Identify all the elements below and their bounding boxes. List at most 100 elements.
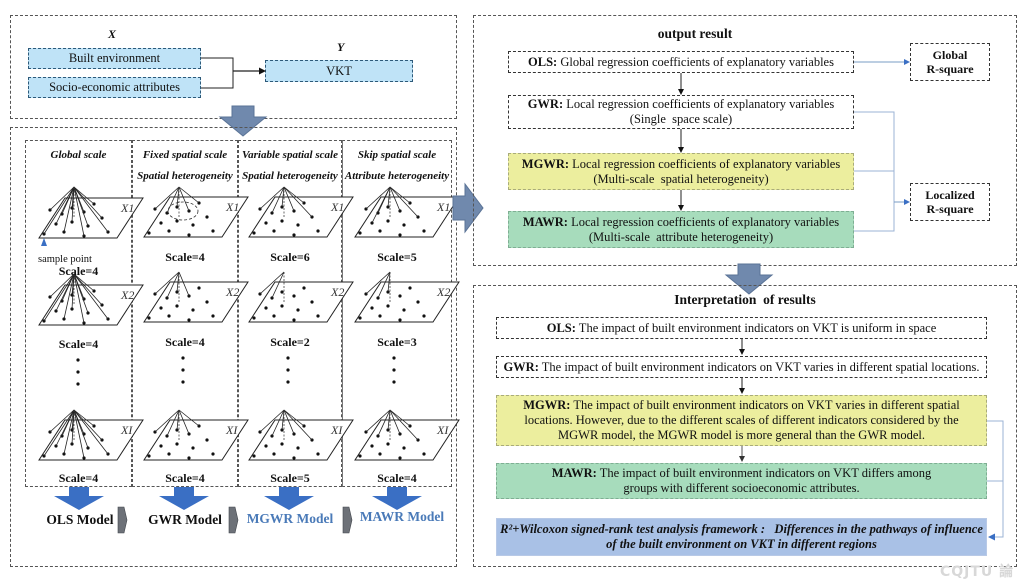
ellipsis-dot — [286, 356, 290, 360]
gwr-tag: GWR: — [527, 97, 564, 111]
down-arrow-icon — [54, 487, 104, 510]
interp-gwr-box: GWR: The impact of built environment ind… — [496, 356, 987, 378]
sample-dot — [264, 306, 268, 310]
framework-line1: R²+Wilcoxon signed-rank test analysis fr… — [500, 522, 983, 536]
variable-label: X2 — [225, 285, 239, 299]
model-mgwr: MGWR Model — [246, 511, 334, 526]
plane: XI — [354, 409, 460, 461]
sample-dot — [280, 304, 284, 308]
sample-dot — [167, 452, 171, 456]
weight-line — [73, 409, 109, 455]
x-label: X — [108, 27, 117, 41]
interp-mawr-text: The impact of built environment indicato… — [596, 466, 932, 495]
sample-dot — [191, 446, 195, 450]
local-r2-line2: R-square — [926, 202, 974, 216]
sample-dot — [416, 300, 420, 304]
weight-line — [73, 409, 103, 441]
ellipsis-dot — [181, 368, 185, 372]
column-title-global: Global scale — [50, 149, 107, 161]
sample-dot — [272, 314, 276, 318]
sample-dot — [205, 215, 209, 219]
sample-dot — [211, 314, 215, 318]
sample-dot — [378, 452, 382, 456]
weight-line — [283, 409, 295, 435]
weight-line — [178, 409, 190, 435]
variable-label: X2 — [330, 285, 344, 299]
sample-dot — [252, 231, 256, 235]
column-title-skip: Skip spatial scale — [357, 149, 437, 161]
weight-line — [389, 409, 411, 427]
sample-dot — [292, 233, 296, 237]
weight-line — [283, 186, 305, 204]
weight-line — [49, 186, 75, 211]
weight-line — [259, 271, 285, 295]
sample-dot — [187, 233, 191, 237]
weight-line — [377, 409, 391, 437]
sample-dot — [316, 452, 320, 456]
sample-dot — [386, 219, 390, 223]
ellipsis-dot — [392, 368, 396, 372]
scale-label: Scale=4 — [165, 335, 205, 349]
weight-line — [166, 186, 180, 214]
interp-ols-tag: OLS: — [546, 320, 576, 335]
interp-mawr-tag: MAWR: — [551, 466, 597, 480]
plane: XI — [38, 409, 144, 461]
scale-label: Scale=3 — [377, 335, 417, 349]
sample-dot — [296, 308, 300, 312]
weight-line — [73, 273, 89, 314]
weight-line — [178, 271, 190, 297]
scale-label: Scale=4 — [165, 250, 205, 264]
weight-line — [281, 409, 285, 431]
interp-gwr-text: The impact of built environment indicato… — [538, 359, 980, 374]
sample-dot — [370, 306, 374, 310]
sample-dot — [398, 233, 402, 237]
model-gwr: GWR Model — [148, 512, 222, 527]
sample-dot — [422, 314, 426, 318]
weight-line — [371, 186, 391, 224]
sample-dot — [402, 308, 406, 312]
sample-dot — [147, 316, 151, 320]
sample-dot — [292, 294, 296, 298]
sample-dot — [398, 294, 402, 298]
global-r2-line1: Global — [932, 48, 968, 62]
interpretation-title: Interpretation of results — [674, 292, 816, 307]
weight-line — [365, 271, 391, 295]
sample-dot — [280, 290, 284, 294]
weight-line — [389, 186, 411, 204]
mgwr-text: Local regression coefficients of explana… — [572, 156, 841, 171]
sample-dot — [292, 318, 296, 322]
sample-dot — [167, 314, 171, 318]
sample-dot — [252, 454, 256, 458]
interp-gwr-tag: GWR: — [503, 359, 539, 374]
weight-line — [73, 186, 95, 205]
sample-dot — [197, 286, 201, 290]
sample-dot — [211, 452, 215, 456]
ellipsis-dot — [286, 368, 290, 372]
weight-line — [73, 409, 85, 459]
column-variable — [238, 140, 342, 487]
framework-box: R²+Wilcoxon signed-rank test analysis fr… — [496, 518, 987, 556]
scale-panel — [10, 127, 457, 567]
weight-line — [389, 186, 401, 212]
weight-line — [176, 186, 180, 208]
localized-r-square-box: Localized R-square — [910, 183, 990, 221]
gwr-text: Local regression coefficients of explana… — [566, 97, 835, 111]
weight-line — [73, 273, 85, 324]
sample-dot — [370, 444, 374, 448]
ols-tag: OLS: — [528, 54, 558, 69]
weight-line — [178, 186, 190, 212]
gwr-sub: (Single space scale) — [629, 112, 733, 126]
scale-label: Scale=5 — [377, 250, 417, 264]
scale-label: Scale=4 — [58, 264, 99, 278]
sample-dot — [264, 221, 268, 225]
sample-dot — [175, 304, 179, 308]
sample-dot — [422, 452, 426, 456]
plane: XI — [248, 409, 354, 461]
sample-dot — [398, 318, 402, 322]
sample-dot — [175, 442, 179, 446]
weight-line — [71, 186, 75, 223]
plane: X1 — [38, 186, 144, 239]
weight-line — [283, 409, 305, 427]
column-global — [25, 140, 132, 487]
